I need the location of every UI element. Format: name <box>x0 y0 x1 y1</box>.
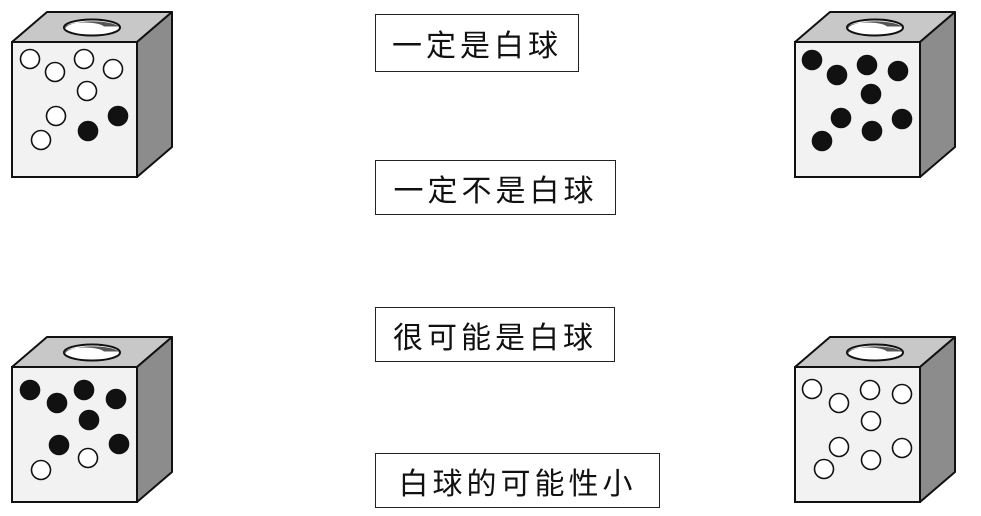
black-ball <box>813 132 832 151</box>
black-ball <box>858 56 877 75</box>
white-ball <box>78 82 97 101</box>
box-side-face <box>920 337 955 502</box>
black-ball <box>828 66 847 85</box>
white-ball <box>803 380 822 399</box>
box-bottom-left <box>12 337 172 502</box>
black-ball <box>862 85 881 104</box>
label-certainly-not-white: 一定不是白球 <box>375 160 616 215</box>
box-top-right <box>795 12 955 177</box>
white-ball <box>893 439 912 458</box>
white-ball <box>861 381 880 400</box>
black-ball <box>893 110 912 129</box>
white-ball <box>815 460 834 479</box>
white-ball <box>21 50 40 69</box>
box-side-face <box>137 12 172 177</box>
black-ball <box>803 51 822 70</box>
label-likely-white: 很可能是白球 <box>375 307 615 362</box>
black-ball <box>21 381 40 400</box>
black-ball <box>107 390 126 409</box>
black-ball <box>48 394 67 413</box>
label-certain-white: 一定是白球 <box>375 14 579 72</box>
box-side-face <box>137 337 172 502</box>
white-ball <box>79 449 98 468</box>
box-top-left <box>12 12 172 177</box>
white-ball <box>830 394 849 413</box>
label-white-unlikely: 白球的可能性小 <box>375 453 660 508</box>
black-ball <box>80 411 99 430</box>
black-ball <box>863 122 882 141</box>
black-ball <box>889 62 908 81</box>
white-ball <box>893 385 912 404</box>
black-ball <box>79 122 98 141</box>
white-ball <box>47 107 66 126</box>
white-ball <box>32 131 51 150</box>
black-ball <box>50 436 69 455</box>
white-ball <box>75 50 94 69</box>
white-ball <box>104 60 123 79</box>
white-ball <box>830 438 849 457</box>
black-ball <box>110 435 129 454</box>
white-ball <box>862 451 881 470</box>
black-ball <box>109 107 128 126</box>
white-ball <box>32 461 51 480</box>
black-ball <box>75 381 94 400</box>
box-side-face <box>920 12 955 177</box>
white-ball <box>46 63 65 82</box>
black-ball <box>832 109 851 128</box>
white-ball <box>862 412 881 431</box>
box-bottom-right <box>795 337 955 502</box>
